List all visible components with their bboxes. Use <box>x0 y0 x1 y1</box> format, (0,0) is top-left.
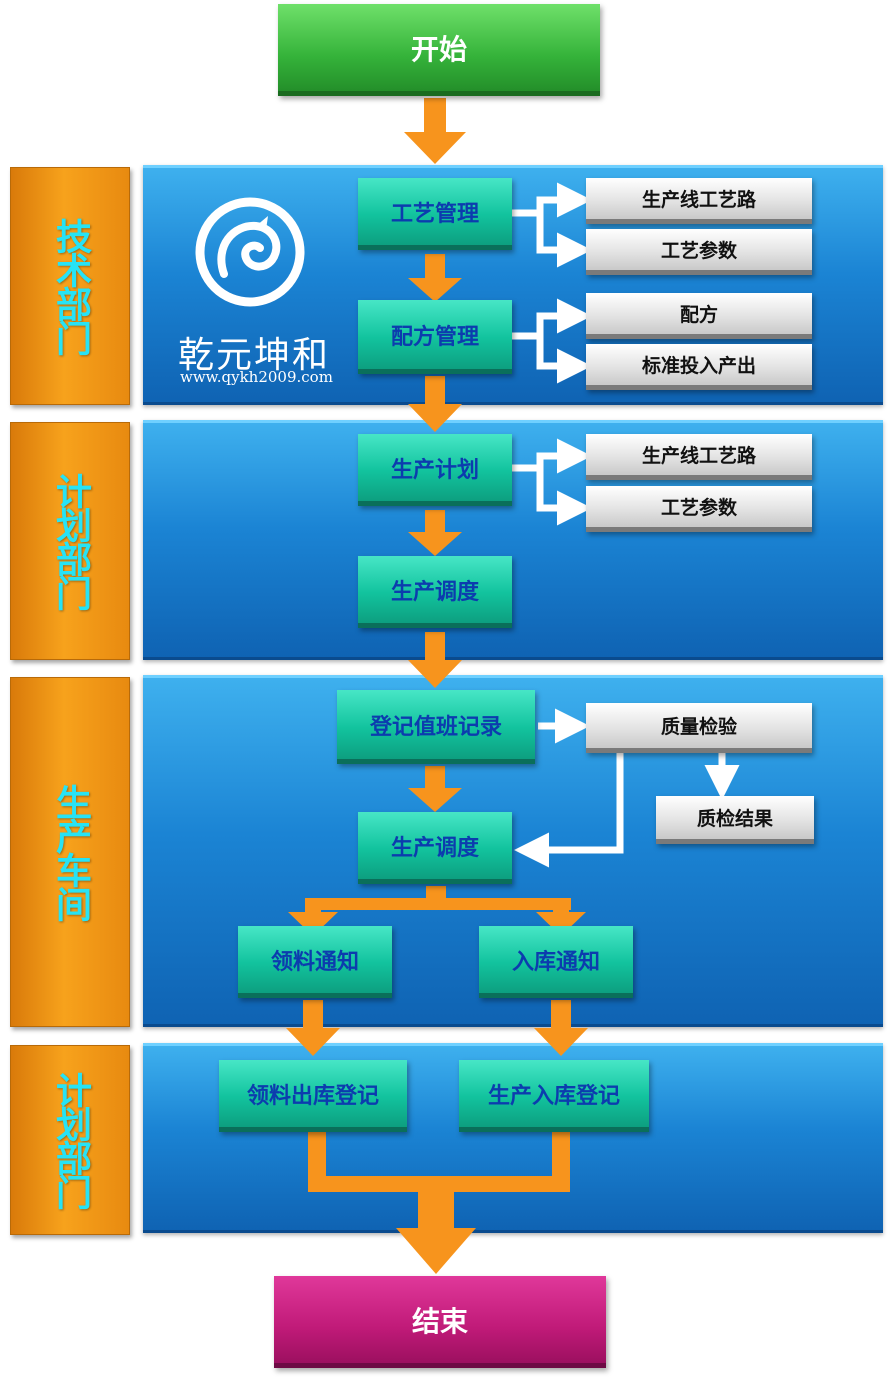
white-branches <box>512 182 740 868</box>
end-node: 结束 <box>274 1276 606 1368</box>
logo-name: 乾元坤和 <box>178 335 331 376</box>
arrow-start-craft <box>404 98 466 164</box>
detail-quality-check[interactable]: 质量检验 <box>586 703 812 753</box>
step-material-notice[interactable]: 领料通知 <box>238 926 392 998</box>
lane-label-tech: 技术部门 <box>10 167 130 405</box>
arrow-merge-end <box>396 1188 476 1274</box>
arrow-split-material <box>288 904 338 936</box>
logo-url: www.qykh2009.com <box>180 368 333 386</box>
arrow-craft-recipe <box>408 254 462 302</box>
step-storage-notice[interactable]: 入库通知 <box>479 926 633 998</box>
dragon-logo-icon <box>194 196 306 308</box>
detail-craft-params[interactable]: 工艺参数 <box>586 229 812 275</box>
step-shift-record[interactable]: 登记值班记录 <box>337 690 535 764</box>
lane-label-plan: 计划部门 <box>10 422 130 660</box>
start-node: 开始 <box>278 4 600 96</box>
arrow-split-storage <box>536 904 586 936</box>
step-material-out-register[interactable]: 领料出库登记 <box>219 1060 407 1132</box>
detail-quality-result[interactable]: 质检结果 <box>656 796 814 844</box>
arrow-shift-dispatch2 <box>408 766 462 812</box>
arrow-recipe-plan <box>408 376 462 432</box>
merge-bar <box>308 1176 570 1192</box>
detail-plan-params[interactable]: 工艺参数 <box>586 486 812 532</box>
merge-right <box>552 1132 570 1190</box>
arrow-material-out <box>286 1000 340 1056</box>
arrow-plan-dispatch <box>408 510 462 556</box>
step-recipe-management[interactable]: 配方管理 <box>358 300 512 374</box>
arrow-storage-in <box>534 1000 588 1056</box>
detail-plan-route[interactable]: 生产线工艺路 <box>586 434 812 480</box>
orange-arrows <box>286 98 588 1274</box>
step-production-dispatch-2[interactable]: 生产调度 <box>358 812 512 884</box>
arrow-dispatch-shift <box>408 632 462 688</box>
detail-standard-io[interactable]: 标准投入产出 <box>586 344 812 390</box>
merge-left <box>308 1132 326 1190</box>
detail-craft-route[interactable]: 生产线工艺路 <box>586 178 812 224</box>
lane-label-plan-2: 计划部门 <box>10 1045 130 1235</box>
lane-label-workshop: 生产车间 <box>10 677 130 1027</box>
step-production-in-register[interactable]: 生产入库登记 <box>459 1060 649 1132</box>
step-production-plan[interactable]: 生产计划 <box>358 434 512 506</box>
detail-recipe[interactable]: 配方 <box>586 293 812 339</box>
step-production-dispatch-1[interactable]: 生产调度 <box>358 556 512 628</box>
step-craft-management[interactable]: 工艺管理 <box>358 178 512 250</box>
split-bar <box>305 898 571 910</box>
